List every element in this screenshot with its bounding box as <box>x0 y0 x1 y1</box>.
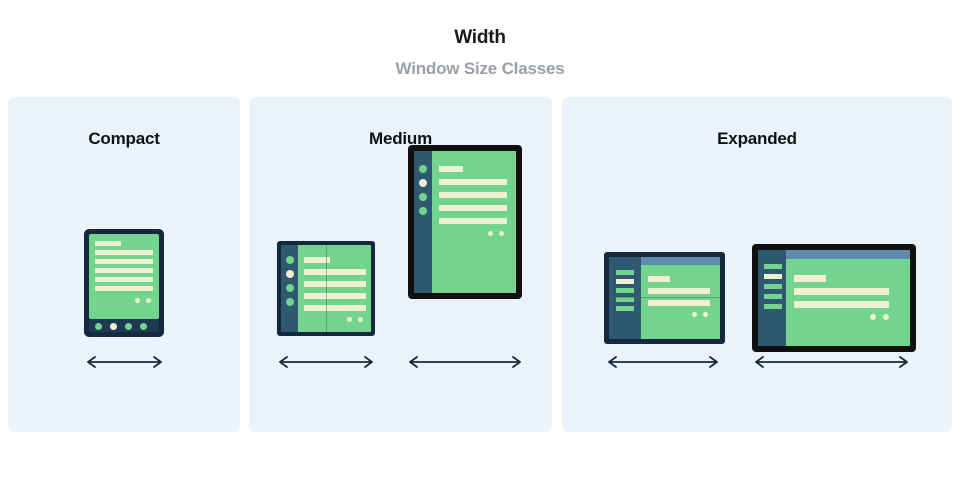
width-arrow-icon <box>607 355 719 369</box>
fold-line <box>609 297 720 299</box>
phone-nav-bar <box>89 319 159 332</box>
panel-title-compact: Compact <box>88 129 160 148</box>
fold-line <box>326 245 328 332</box>
content-line <box>439 179 507 185</box>
rail-item <box>764 294 782 299</box>
content-dot <box>135 298 140 303</box>
rail-dot <box>419 193 427 201</box>
content-line <box>794 301 889 308</box>
content-line <box>794 275 826 282</box>
rail-item <box>616 297 634 302</box>
page-title: Width <box>454 27 506 48</box>
content-line <box>95 286 153 291</box>
content-line <box>95 277 153 282</box>
content-dot <box>499 231 504 236</box>
content-line <box>95 268 153 273</box>
content-line <box>439 218 507 224</box>
app-top-bar <box>786 250 910 259</box>
phone-screen <box>89 234 159 319</box>
foldable-screen <box>281 245 371 332</box>
rail-item-active <box>764 274 782 279</box>
navigation-rail <box>414 151 432 293</box>
tablet-screen <box>758 250 910 346</box>
content-line <box>648 276 670 282</box>
rail-dot <box>419 165 427 173</box>
width-arrow-icon <box>408 355 522 369</box>
content-line <box>304 257 330 263</box>
rail-dot <box>285 256 294 264</box>
device-compact-phone <box>84 229 164 337</box>
page-subtitle: Window Size Classes <box>395 59 565 78</box>
rail-item-active <box>616 279 634 284</box>
content-dot <box>146 298 151 303</box>
content-dot <box>358 317 363 322</box>
content-dot <box>347 317 352 322</box>
content-line <box>794 288 889 295</box>
panel-title-expanded: Expanded <box>717 129 797 148</box>
content-line <box>95 241 121 246</box>
panel-expanded: Expanded <box>562 97 952 432</box>
rail-item <box>616 306 634 311</box>
content-line <box>304 269 366 275</box>
width-arrow-icon <box>278 355 374 369</box>
panel-compact: Compact <box>8 97 240 432</box>
content-line <box>304 305 366 311</box>
content-line <box>95 250 153 255</box>
device-expanded-foldable <box>604 252 725 344</box>
content-line <box>439 192 507 198</box>
content-dot <box>883 314 889 320</box>
content-line <box>304 293 366 299</box>
rail-dot-active <box>285 270 294 278</box>
content-line <box>439 205 507 211</box>
nav-dot-active <box>110 322 117 330</box>
foldable-screen <box>609 257 720 339</box>
device-expanded-tablet <box>752 244 916 352</box>
content-line <box>439 166 463 172</box>
rail-dot-active <box>419 179 427 187</box>
content-dot <box>692 312 697 317</box>
nav-dot <box>125 322 132 330</box>
diagram-header: Width Window Size Classes <box>0 0 960 80</box>
rail-dot <box>419 207 427 215</box>
device-medium-foldable <box>277 241 375 336</box>
nav-dot <box>95 322 102 330</box>
rail-item <box>764 304 782 309</box>
device-medium-tablet <box>408 145 522 299</box>
rail-item <box>616 288 634 293</box>
rail-dot <box>285 298 294 306</box>
content-dot <box>870 314 876 320</box>
content-line <box>95 259 153 264</box>
tablet-screen <box>414 151 516 293</box>
content-dot <box>488 231 493 236</box>
rail-item <box>764 264 782 269</box>
content-line <box>648 300 710 306</box>
app-top-bar <box>641 257 720 265</box>
nav-dot <box>140 322 147 330</box>
content-dot <box>703 312 708 317</box>
breakpoint-scale: 600 dp 840 dp <box>0 438 960 494</box>
content-line <box>304 281 366 287</box>
content-line <box>648 288 710 294</box>
rail-dot <box>285 284 294 292</box>
rail-item <box>764 284 782 289</box>
width-arrow-icon <box>754 355 909 369</box>
rail-item <box>616 270 634 275</box>
panel-title-medium: Medium <box>368 129 433 148</box>
width-arrow-icon <box>86 355 163 369</box>
panel-medium: Medium <box>249 97 552 432</box>
